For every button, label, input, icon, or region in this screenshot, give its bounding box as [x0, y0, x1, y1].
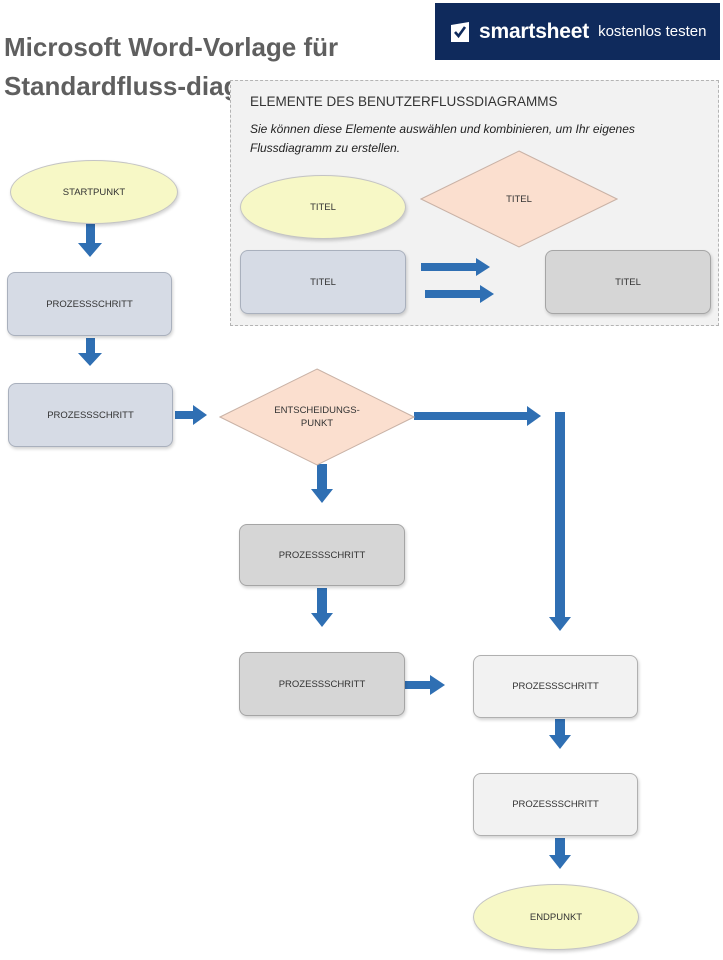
process-step-6[interactable]: PROZESSSCHRITT: [473, 773, 638, 836]
legend-heading: ELEMENTE DES BENUTZERFLUSSDIAGRAMMS: [250, 94, 558, 109]
end-node[interactable]: ENDPUNKT: [473, 884, 639, 950]
legend-diamond-shape[interactable]: TITEL: [420, 150, 618, 248]
arrow-decision-to-step3: [311, 464, 333, 503]
legend-ellipse-shape[interactable]: TITEL: [240, 175, 406, 239]
decision-label-line1: ENTSCHEIDUNGS-: [274, 405, 360, 416]
arrow-step3-to-step4: [311, 588, 333, 627]
decision-node[interactable]: ENTSCHEIDUNGS- PUNKT: [219, 368, 415, 466]
process-step-1[interactable]: PROZESSSCHRITT: [7, 272, 172, 336]
process-step-4-label: PROZESSSCHRITT: [278, 678, 366, 690]
brand-name: smartsheet: [479, 19, 590, 43]
process-step-2-label: PROZESSSCHRITT: [47, 409, 134, 421]
arrow-step1-to-step2: [78, 338, 102, 366]
legend-process-blue-shape[interactable]: TITEL: [240, 250, 406, 314]
arrow-step5-to-step6: [549, 719, 571, 749]
legend-arrow-2: [425, 285, 494, 303]
arrow-step2-to-decision: [175, 405, 207, 425]
process-step-2[interactable]: PROZESSSCHRITT: [8, 383, 173, 447]
process-step-5[interactable]: PROZESSSCHRITT: [473, 655, 638, 718]
start-node[interactable]: STARTPUNKT: [10, 160, 178, 224]
arrow-decision-to-right: [414, 406, 541, 426]
arrow-right-down-to-step5: [549, 412, 571, 631]
process-step-4[interactable]: PROZESSSCHRITT: [239, 652, 405, 716]
process-step-5-label: PROZESSSCHRITT: [512, 681, 599, 692]
arrow-step4-to-step5: [405, 675, 445, 695]
process-step-6-label: PROZESSSCHRITT: [512, 799, 599, 810]
end-node-label: ENDPUNKT: [529, 911, 583, 923]
legend-subtitle: Sie können diese Elemente auswählen und …: [250, 122, 635, 155]
brand-cta: kostenlos testen: [598, 23, 707, 40]
smartsheet-banner-button[interactable]: smartsheet kostenlos testen: [435, 3, 720, 60]
decision-node-graphic: [219, 368, 415, 466]
legend-process-blue-label: TITEL: [310, 276, 336, 288]
arrow-step6-to-end: [549, 838, 571, 869]
process-step-1-label: PROZESSSCHRITT: [46, 298, 133, 310]
legend-ellipse-label: TITEL: [310, 201, 336, 213]
process-step-3[interactable]: PROZESSSCHRITT: [239, 524, 405, 586]
legend-process-gray-shape[interactable]: TITEL: [545, 250, 711, 314]
legend-process-gray-label: TITEL: [615, 276, 641, 288]
legend-arrow-1: [421, 258, 490, 276]
arrow-start-to-step1: [78, 222, 102, 257]
legend-diamond-label: TITEL: [506, 194, 532, 205]
decision-label-line2: PUNKT: [300, 418, 334, 429]
process-step-3-label: PROZESSSCHRITT: [278, 549, 366, 561]
legend-diamond-graphic: [420, 150, 618, 248]
start-node-label: STARTPUNKT: [62, 186, 126, 198]
smartsheet-logo-icon: [449, 21, 471, 43]
